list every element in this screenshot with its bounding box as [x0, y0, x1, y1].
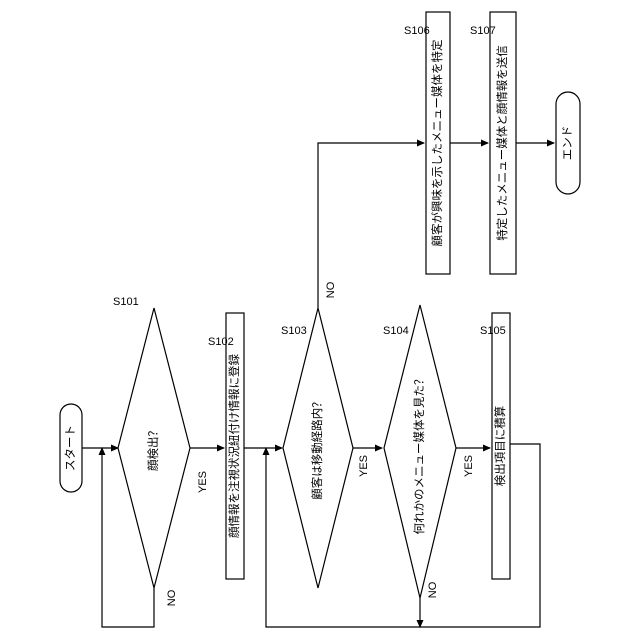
- s105-step: S105: [480, 325, 506, 337]
- s102-label: 顔情報を注視状況紐付け情報に登録: [227, 354, 241, 538]
- s106-step: S106: [404, 25, 430, 37]
- s104-step: S104: [383, 325, 409, 337]
- s102-step: S102: [208, 336, 234, 348]
- s104-label: 何れかのメニュー媒体を見た？: [412, 374, 426, 535]
- s107-step: S107: [470, 25, 496, 37]
- s104-yes: YES: [463, 455, 475, 477]
- s107-label: 特定したメニュー媒体と顔情報を送信: [495, 45, 509, 241]
- s103-yes: YES: [358, 455, 370, 477]
- s103-no: NO: [325, 281, 337, 298]
- s105-label: 検出項目に積算: [493, 406, 507, 487]
- s101-yes: YES: [197, 471, 209, 493]
- s101-label: 顔検出？: [146, 425, 160, 471]
- end-label: エンド: [562, 126, 574, 161]
- s103-label: 顧客は移動経路内？: [310, 396, 324, 500]
- start-label: スタート: [64, 425, 77, 471]
- s101-step: S101: [113, 296, 139, 308]
- s104-no: NO: [427, 581, 439, 598]
- s103-step: S103: [281, 325, 307, 337]
- s106-label: 顧客が興味を示したメニュー媒体を特定: [430, 39, 444, 246]
- s101-no: NO: [166, 589, 178, 606]
